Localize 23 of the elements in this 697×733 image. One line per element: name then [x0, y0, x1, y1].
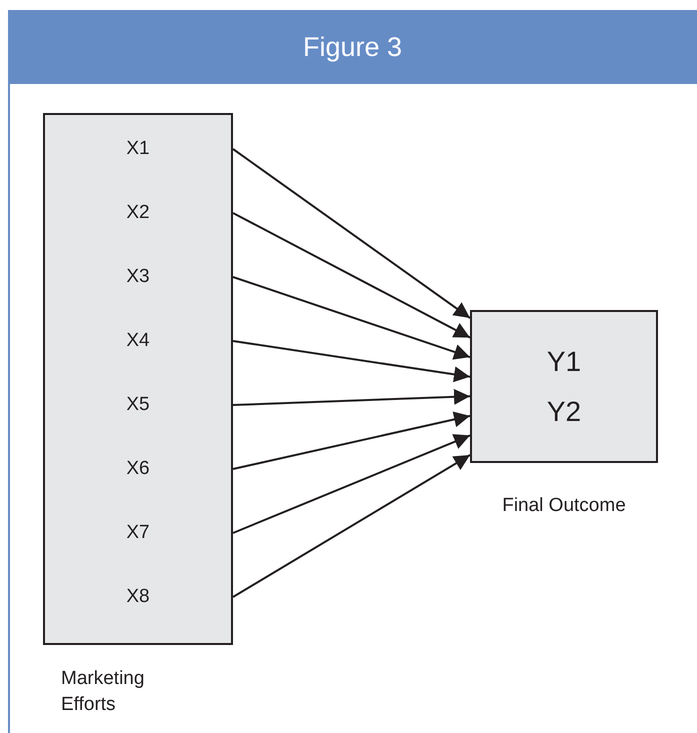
node-label: Marketing Efforts [61, 667, 146, 717]
output-box [470, 310, 658, 463]
node-label: Final Outcome [501, 494, 627, 518]
arrow [232, 454, 471, 598]
arrow [232, 276, 470, 360]
variable-label: X5 [126, 393, 150, 417]
variable-label: X2 [126, 201, 150, 225]
arrow [232, 340, 470, 382]
variable-label: X6 [126, 457, 150, 481]
variable-label: X3 [126, 265, 150, 289]
arrow [232, 388, 470, 406]
arrow [232, 148, 471, 319]
arrow [232, 434, 470, 534]
variable-label: Y2 [546, 398, 582, 426]
input-box [43, 113, 233, 645]
variable-label: X1 [126, 137, 150, 161]
variable-label: X7 [126, 521, 150, 545]
arrow [232, 412, 470, 470]
variable-label: X8 [126, 585, 150, 609]
arrow [232, 212, 470, 338]
variable-label: X4 [126, 329, 150, 353]
variable-label: Y1 [546, 348, 582, 376]
title-bar: Figure 3 [8, 10, 697, 84]
